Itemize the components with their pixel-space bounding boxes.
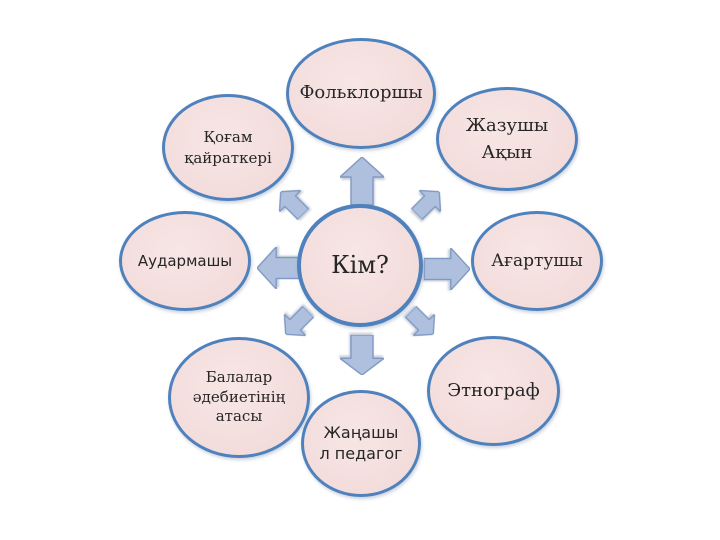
node-label-line: Этнограф xyxy=(447,379,540,401)
node-public-figure: Қоғам қайраткері xyxy=(162,94,294,201)
arrow-down-left-icon xyxy=(275,301,319,345)
node-ethnographer: Этнограф xyxy=(427,336,560,446)
node-label-line: Қоғам xyxy=(203,128,253,147)
node-innovative-pedagogue: Жаңашы л педагог xyxy=(301,390,421,497)
arrow-right-icon xyxy=(424,248,470,290)
center-question-label: Кім? xyxy=(331,251,389,280)
node-father-of-childrens-literature: Балалар әдебиетінің атасы xyxy=(168,337,310,458)
node-label-line: Фольклоршы xyxy=(299,82,423,104)
node-label-line: әдебиетінің xyxy=(192,387,286,406)
node-label-line: Ағартушы xyxy=(491,250,583,271)
node-folklorist: Фольклоршы xyxy=(286,38,436,149)
arrow-down-right-icon xyxy=(400,301,444,345)
node-writer-poet: Жазушы Ақын xyxy=(436,87,578,191)
arrow-up-icon xyxy=(340,157,384,205)
center-question-node: Кім? xyxy=(297,204,423,327)
node-label-line: Ақын xyxy=(481,142,533,163)
node-label-line: л педагог xyxy=(319,443,403,463)
arrow-up-left-icon xyxy=(270,181,314,225)
node-educator: Ағартушы xyxy=(471,211,603,311)
node-label-line: Балалар xyxy=(205,367,273,386)
node-label-line: қайраткері xyxy=(184,148,272,167)
node-label-line: Жаңашы xyxy=(323,422,399,442)
node-label-line: Жазушы xyxy=(465,115,549,136)
node-translator: Аудармашы xyxy=(119,211,251,311)
arrow-left-icon xyxy=(257,247,303,289)
arrow-up-right-icon xyxy=(406,181,450,225)
node-label-line: Аудармашы xyxy=(137,251,233,270)
arrow-down-icon xyxy=(340,335,384,375)
node-label-line: атасы xyxy=(215,407,263,426)
